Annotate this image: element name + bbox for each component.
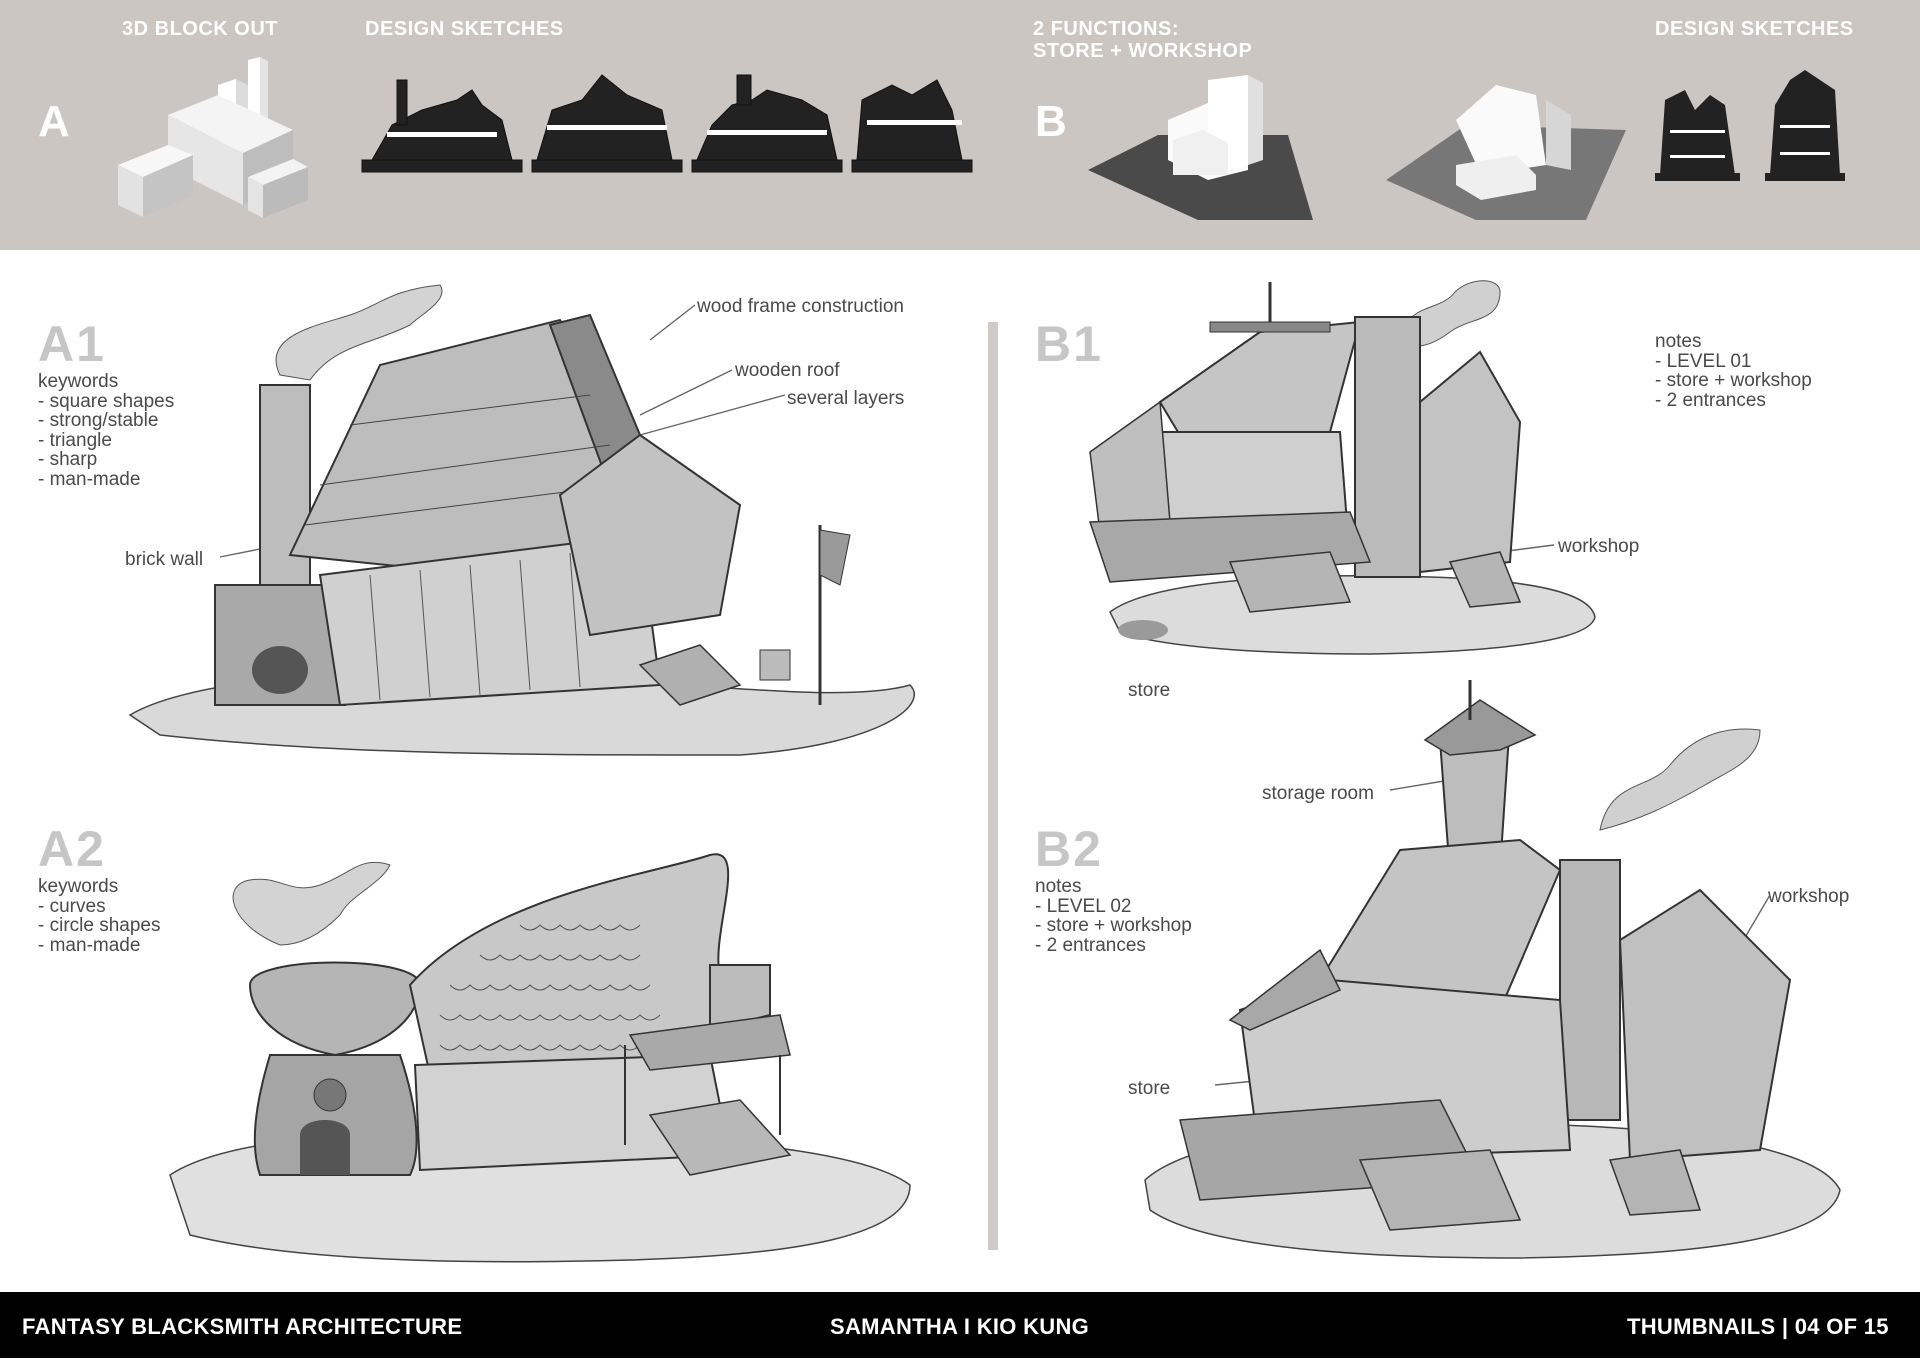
- a2-keywords: keywords - curves - circle shapes - man-…: [38, 877, 161, 955]
- footer-bar: FANTASY BLACKSMITH ARCHITECTURE SAMANTHA…: [0, 1292, 1920, 1358]
- footer-title: FANTASY BLACKSMITH ARCHITECTURE: [22, 1314, 463, 1339]
- annotation-b1-store: store: [1128, 680, 1171, 701]
- functions-line-1: 2 FUNCTIONS:: [1033, 18, 1179, 40]
- a1-keyword: - strong/stable: [38, 410, 159, 431]
- a1-label: A1: [38, 316, 106, 372]
- a2-keyword: - circle shapes: [38, 915, 161, 936]
- b1-house-illustration: [1088, 280, 1596, 655]
- b1-notes: notes - LEVEL 01 - store + workshop - 2 …: [1655, 332, 1812, 410]
- sketch-a-2: [531, 74, 683, 173]
- b1-note: - 2 entrances: [1655, 389, 1766, 411]
- b2-note: - LEVEL 02: [1035, 895, 1132, 917]
- b2-note: - 2 entrances: [1035, 934, 1146, 956]
- annotation-storage-room: storage room: [1262, 783, 1374, 804]
- a2-house-illustration: [169, 853, 911, 1263]
- annotation-b1-workshop: workshop: [1558, 536, 1640, 557]
- annotation-several-layers: several layers: [787, 388, 905, 409]
- b1-note: - store + workshop: [1655, 370, 1812, 391]
- footer-page-indicator: THUMBNAILS | 04 OF 15: [1627, 1314, 1889, 1339]
- annotation-b2-store: store: [1128, 1078, 1171, 1099]
- blockout-label: 3D BLOCK OUT: [122, 18, 278, 40]
- a1-house-illustration: [128, 284, 915, 756]
- a1-keyword: - man-made: [38, 468, 141, 490]
- a1-keyword: - sharp: [38, 449, 98, 470]
- design-sketches-label-a: DESIGN SKETCHES: [365, 18, 564, 40]
- section-b-letter: B: [1035, 97, 1067, 146]
- annotation-wooden-roof: wooden roof: [735, 360, 840, 381]
- annotation-b2-workshop: workshop: [1768, 886, 1850, 907]
- a2-label: A2: [38, 821, 106, 877]
- b1-note: notes: [1655, 331, 1702, 352]
- section-a-letter: A: [38, 97, 70, 146]
- a1-keywords: keywords - square shapes - strong/stable…: [38, 372, 174, 489]
- a2-keyword: - curves: [38, 895, 106, 917]
- b1-note: - LEVEL 01: [1655, 350, 1752, 372]
- b2-note: - store + workshop: [1035, 915, 1192, 936]
- a2-keyword: - man-made: [38, 934, 141, 956]
- functions-label: 2 FUNCTIONS: STORE + WORKSHOP: [1033, 18, 1252, 62]
- column-divider: [988, 322, 998, 1250]
- design-sketches-b: [1655, 70, 1845, 181]
- blockout-b-illustration: [1088, 75, 1626, 220]
- b2-label: B2: [1035, 821, 1103, 877]
- annotation-brick-wall: brick wall: [125, 549, 204, 570]
- sketch-a-3: [691, 74, 843, 173]
- annotation-wood-frame: wood frame construction: [697, 296, 904, 317]
- block-out-b-2: [1386, 85, 1626, 220]
- b2-notes: notes - LEVEL 02 - store + workshop - 2 …: [1035, 877, 1192, 955]
- sketch-a-1: [361, 79, 523, 173]
- design-sketches-label-b: DESIGN SKETCHES: [1655, 18, 1854, 40]
- sketch-a-4: [851, 79, 973, 173]
- b2-house-illustration: [1144, 680, 1841, 1259]
- b1-label: B1: [1035, 316, 1103, 372]
- b2-note: notes: [1035, 876, 1082, 897]
- a1-keyword: keywords: [38, 371, 119, 392]
- a1-keyword: - square shapes: [38, 390, 175, 412]
- a2-keyword: keywords: [38, 876, 119, 897]
- a1-keyword: - triangle: [38, 429, 112, 451]
- functions-line-2: STORE + WORKSHOP: [1033, 40, 1253, 62]
- footer-author: SAMANTHA I KIO KUNG: [830, 1314, 1090, 1339]
- blockout-a-illustration: [118, 57, 308, 218]
- design-sketches-a: [361, 74, 973, 173]
